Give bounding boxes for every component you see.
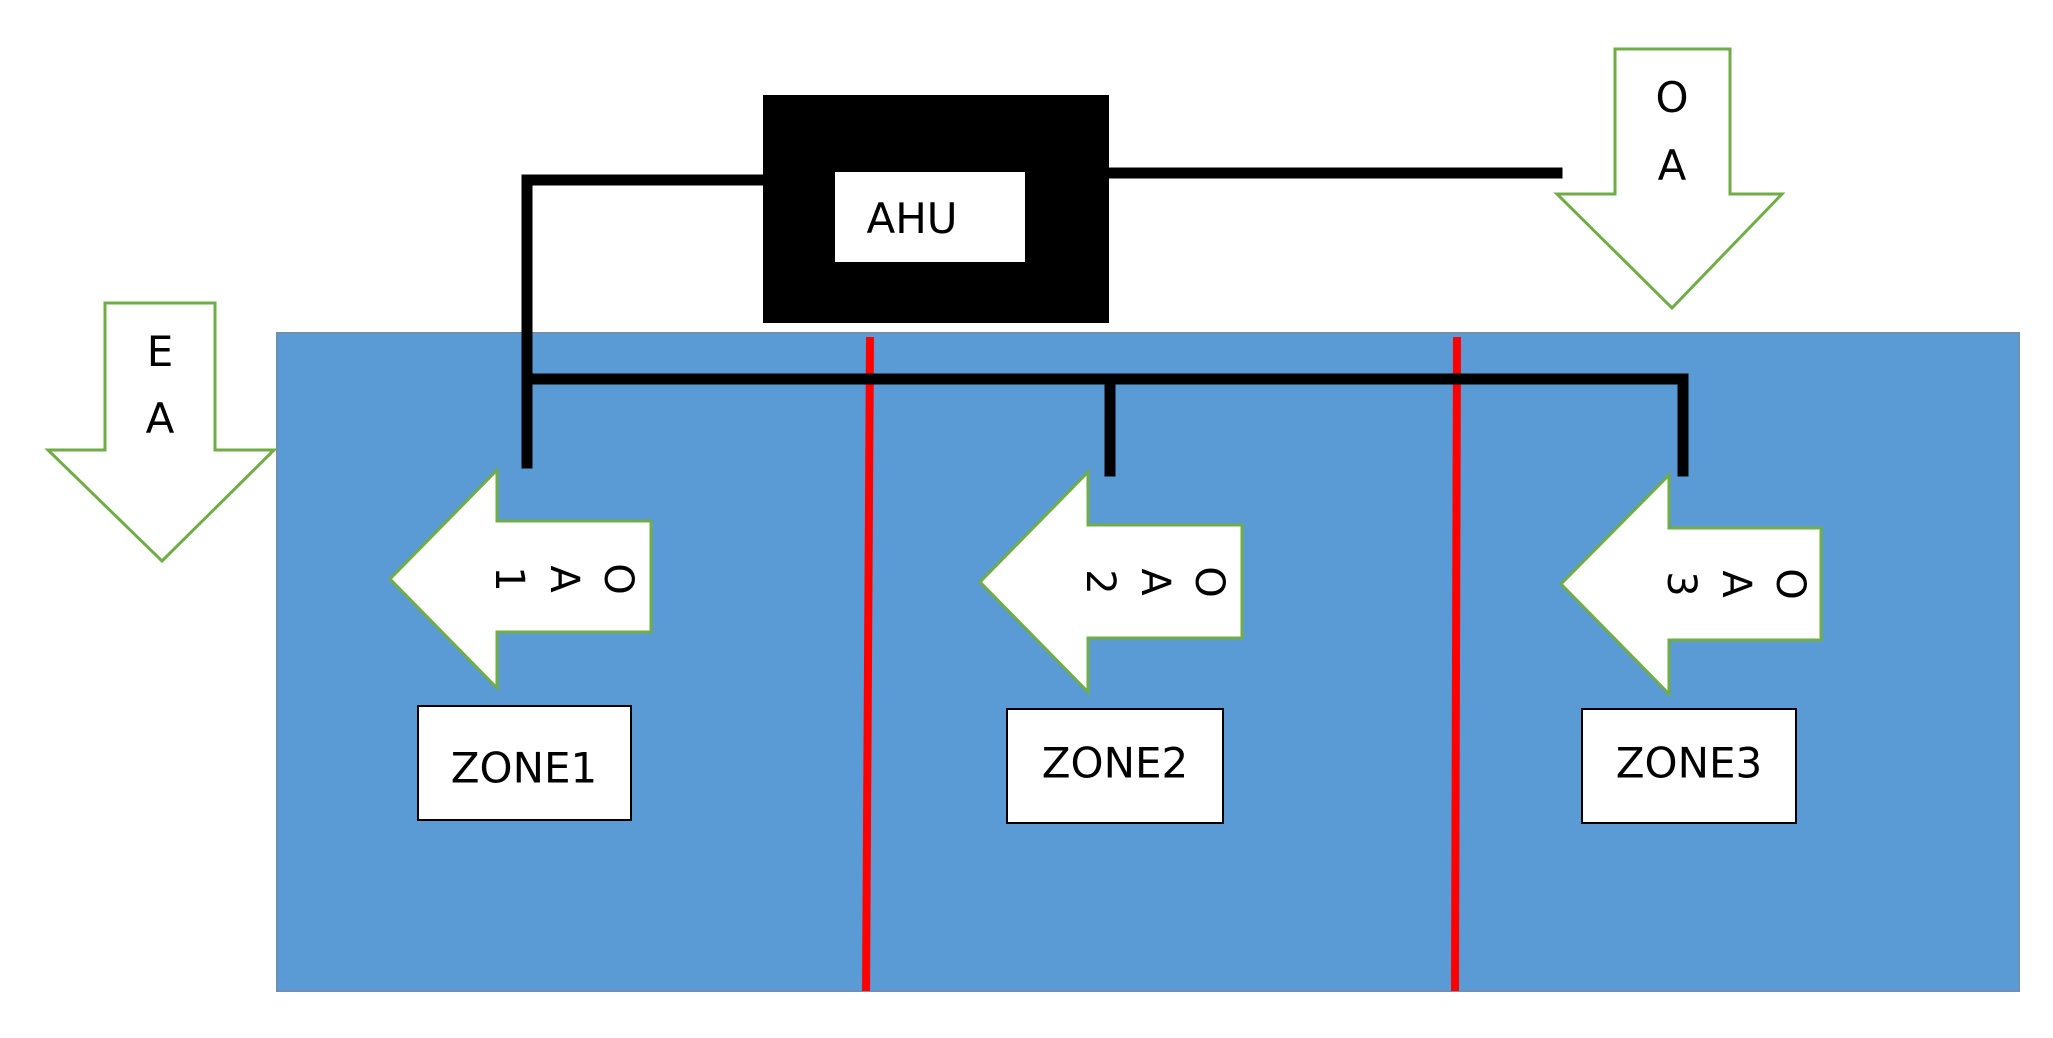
duct-ahu-to-zone1: [521, 174, 781, 469]
zone-divider-1: [862, 336, 874, 992]
zone2-arrow-label-line2: A: [1132, 568, 1178, 596]
zone2-outdoor-air-arrow: [977, 468, 1244, 696]
zone-1: O A 1 ZONE1: [387, 466, 653, 821]
outdoor-air-arrow-shape: [1553, 47, 1786, 311]
zone2-label-box: [1006, 708, 1224, 824]
zone1-arrow-label-line1: O: [595, 563, 641, 594]
zone3-arrow-label-line3: 3: [1658, 571, 1704, 596]
supply-duct-network: [521, 167, 1689, 477]
zone-divider-2: [1451, 336, 1461, 992]
exhaust-air-arrow: E A: [44, 301, 278, 564]
exhaust-air-arrow-shape: [44, 301, 278, 564]
exhaust-air-label-line2: A: [146, 394, 175, 443]
zone1-label: ZONE1: [451, 744, 598, 793]
zone2-arrow-label-line1: O: [1186, 566, 1232, 597]
zone3-arrow-label: O A 3: [1658, 568, 1813, 599]
zone1-arrow-label-line3: 1: [486, 566, 532, 591]
zone1-outdoor-air-arrow: [387, 466, 653, 692]
zone2-arrow-label-line3: 2: [1077, 569, 1123, 594]
zone2-label: ZONE2: [1042, 739, 1189, 788]
ahu-label-box: [835, 172, 1025, 262]
zone1-label-box: [417, 705, 632, 821]
zone3-arrow-label-line2: A: [1713, 570, 1759, 598]
outdoor-air-label-line2: A: [1658, 141, 1687, 190]
zone-3: O A 3 ZONE3: [1558, 471, 1823, 824]
outdoor-air-arrow: O A: [1553, 47, 1786, 311]
outdoor-air-label-line1: O: [1655, 73, 1688, 122]
ahu-unit: AHU: [763, 95, 1109, 323]
zone3-outdoor-air-arrow: [1558, 471, 1823, 698]
zone-2: O A 2 ZONE2: [977, 468, 1244, 824]
zone2-arrow-label: O A 2: [1077, 566, 1232, 597]
ahu-label: AHU: [866, 194, 957, 243]
zone3-label: ZONE3: [1616, 739, 1763, 788]
exhaust-air-label-line1: E: [147, 327, 174, 376]
zone3-label-box: [1581, 708, 1797, 824]
zone1-arrow-label-line2: A: [541, 565, 587, 593]
zone3-arrow-label-line1: O: [1767, 568, 1813, 599]
building-area: [276, 332, 2020, 992]
zone1-arrow-label: O A 1: [486, 563, 641, 594]
